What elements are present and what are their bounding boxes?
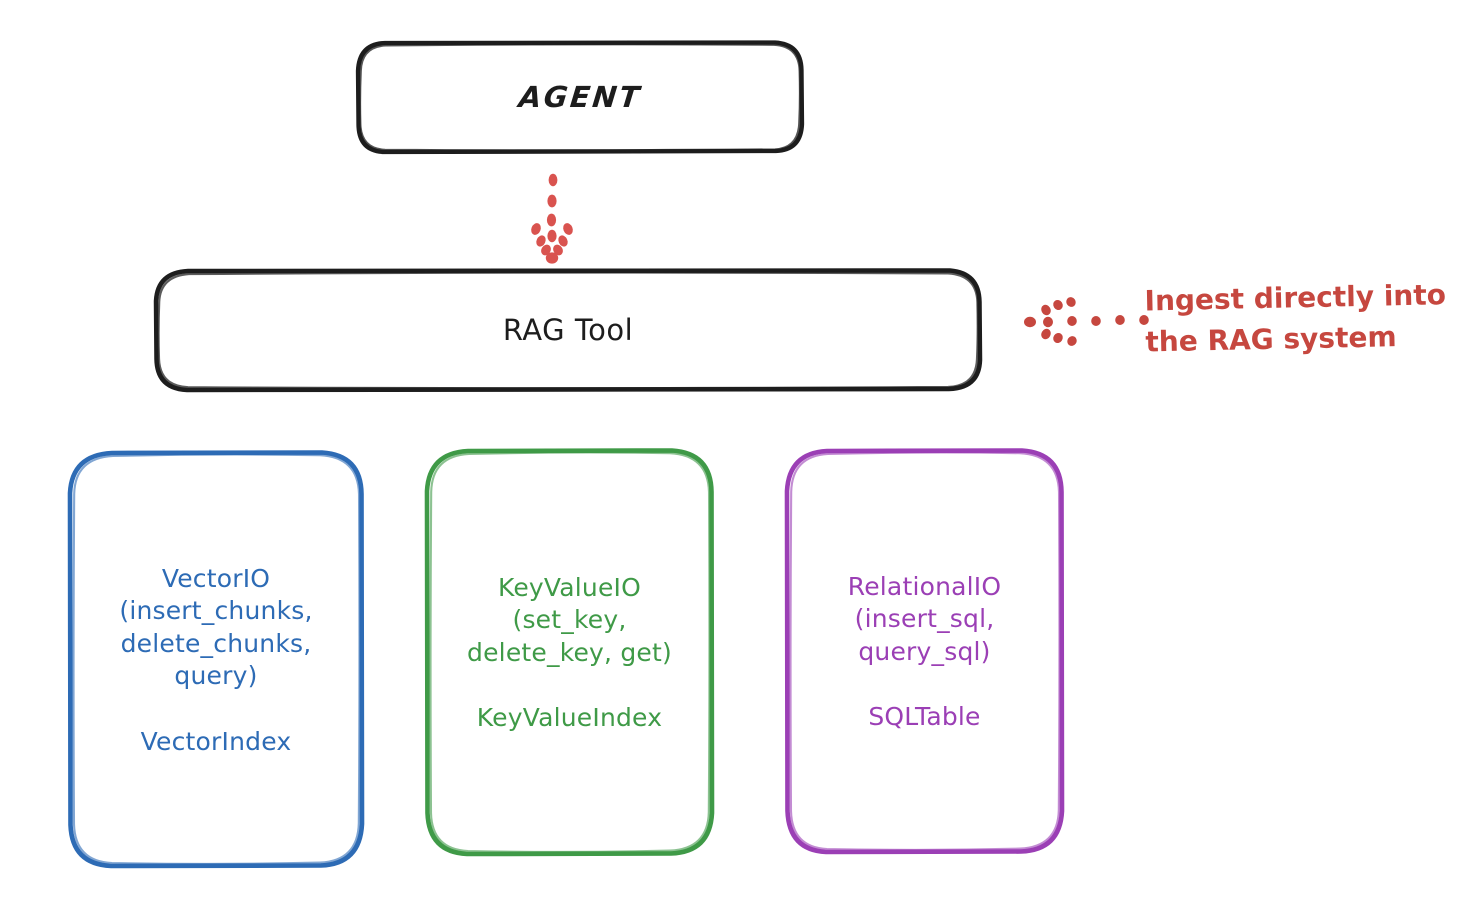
agent-to-rag-connector-icon (531, 173, 573, 264)
rag-tool-node[interactable]: RAG Tool (156, 270, 980, 390)
rag-tool-label: RAG Tool (502, 313, 634, 347)
keyvalue-io-box[interactable] (424, 448, 715, 857)
keyvalue-io-node[interactable]: KeyValueIO (set_key, delete_key, get) Ke… (427, 450, 712, 854)
relational-index-label: SQLTable (868, 702, 981, 732)
rag-tool-box[interactable] (153, 268, 983, 393)
vector-io-label: VectorIO (insert_chunks, delete_chunks, … (119, 563, 313, 691)
relational-io-box[interactable] (784, 448, 1065, 855)
keyvalue-io-label: KeyValueIO (set_key, delete_key, get) (467, 572, 672, 667)
ingest-annotation-text: Ingest directly into the RAG system (1144, 278, 1447, 359)
vector-io-node[interactable]: VectorIO (insert_chunks, delete_chunks, … (70, 452, 362, 866)
agent-node[interactable]: AGENT (358, 42, 802, 152)
keyvalue-index-label: KeyValueIndex (476, 703, 663, 733)
vector-index-label: VectorIndex (140, 726, 292, 756)
relational-io-label: RelationalIO (insert_sql, query_sql) (847, 571, 1002, 666)
vector-io-box[interactable] (67, 450, 365, 869)
relational-io-node[interactable]: RelationalIO (insert_sql, query_sql) SQL… (787, 450, 1062, 852)
agent-box[interactable] (355, 40, 805, 155)
ingest-to-rag-connector-icon (1024, 297, 1149, 346)
agent-label: AGENT (516, 80, 644, 114)
